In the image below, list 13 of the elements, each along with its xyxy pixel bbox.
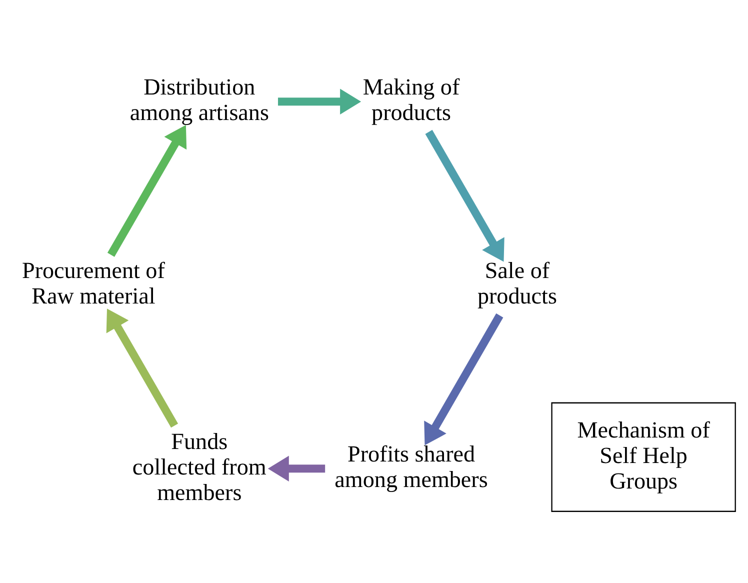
node-text: Sale of products (477, 257, 557, 309)
arrow (268, 456, 326, 482)
arrow (424, 313, 504, 446)
arrow (107, 124, 187, 257)
node-text: Profits shared among members (334, 440, 488, 492)
arrow (425, 130, 504, 262)
node-box: Mechanism of Self Help Groups (551, 402, 736, 512)
arrow (106, 308, 178, 428)
node-text: Funds collected from members (132, 428, 266, 505)
node-text: Procurement of Raw material (22, 257, 165, 309)
arrow (278, 88, 362, 114)
node-text: Making of products (362, 74, 460, 126)
node-text: Distribution among artisans (130, 74, 269, 126)
